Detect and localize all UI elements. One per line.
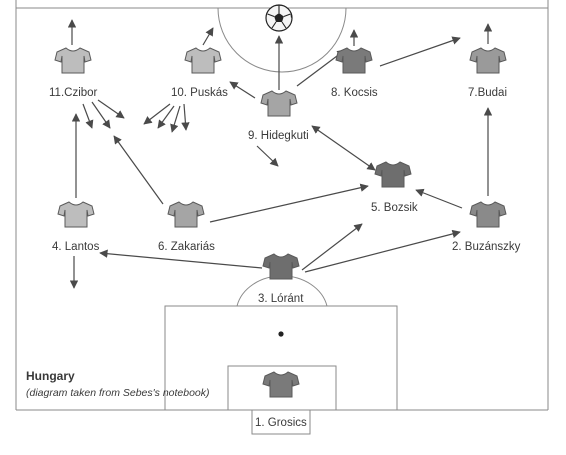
shirt-icon [184, 47, 222, 74]
player-label: 4. Lantos [52, 241, 100, 253]
center-circle [217, 7, 347, 73]
shirt-icon [54, 47, 92, 74]
shirt-icon [167, 201, 205, 228]
diagram-source-note: (diagram taken from Sebes's notebook) [26, 387, 210, 399]
player-czibor: 11.Czibor [49, 47, 98, 99]
movement-arrows [67, 19, 493, 289]
player-lantos: 4. Lantos [52, 201, 100, 253]
player-zakarias: 6. Zakariás [158, 201, 215, 253]
player-label: 1. Grosics [255, 417, 307, 429]
shirt-icon [374, 161, 412, 188]
pitch [15, 0, 549, 435]
player-grosics: 1. Grosics [255, 371, 307, 429]
shirt-icon [262, 253, 300, 280]
team-name: Hungary [26, 369, 75, 383]
player-label: 11.Czibor [49, 87, 98, 99]
player-label: 8. Kocsis [331, 87, 378, 99]
player-label: 7.Budai [468, 87, 507, 99]
player-puskas: 10. Puskás [171, 47, 228, 99]
shirt-icon [262, 371, 300, 398]
player-hidegkuti: 9. Hidegkuti [248, 90, 309, 142]
shirt-icon [57, 201, 95, 228]
shirt-icon [469, 201, 507, 228]
player-bozsik: 5. Bozsik [371, 161, 418, 214]
player-label: 10. Puskás [171, 87, 228, 99]
shirt-icon [260, 90, 298, 117]
player-label: 6. Zakariás [158, 241, 215, 253]
player-kocsis: 8. Kocsis [331, 47, 378, 99]
penalty-spot [278, 331, 284, 337]
player-buzanszky: 2. Buzánszky [452, 201, 521, 253]
player-label: 2. Buzánszky [452, 241, 521, 253]
player-label: 3. Lóránt [258, 293, 304, 305]
shirt-icon [335, 47, 373, 74]
football-icon [265, 4, 293, 32]
player-label: 9. Hidegkuti [248, 130, 309, 142]
goal [251, 409, 311, 435]
player-budai: 7.Budai [468, 47, 507, 99]
shirt-icon [469, 47, 507, 74]
player-lorant: 3. Lóránt [258, 253, 304, 305]
player-label: 5. Bozsik [371, 202, 418, 214]
